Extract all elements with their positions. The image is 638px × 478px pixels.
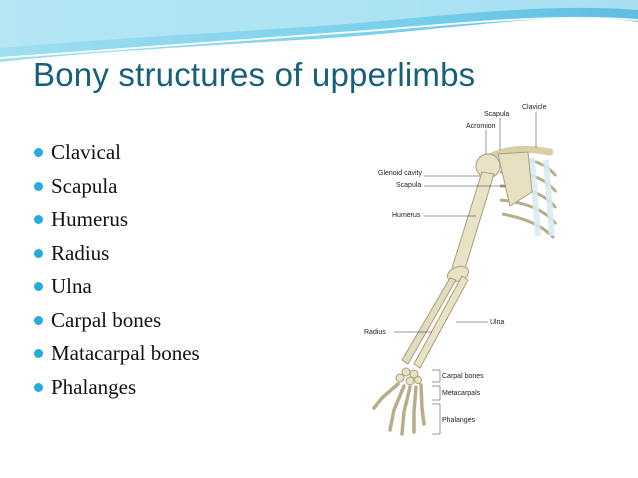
metacarpals-label: Metacarpals [442, 390, 481, 397]
bullet-item: Phalanges [34, 373, 200, 407]
phalanges-label: Phalanges [442, 417, 476, 424]
bullet-dot-icon [34, 382, 43, 392]
bullet-text: Matacarpal bones [51, 341, 200, 365]
label-leader-lines [394, 112, 537, 435]
bullet-dot-icon [34, 148, 43, 157]
bullet-text: Clavical [51, 140, 121, 164]
ulna-label: Ulna [490, 319, 505, 326]
bullet-dot-icon [34, 282, 43, 291]
acromion-label: Acromion [466, 123, 496, 130]
bullet-text: Radius [51, 240, 110, 265]
scapula-label: Scapula [396, 182, 421, 189]
bullet-item: Humerus [34, 205, 200, 239]
glenoid-cavity-label: Glenoid cavity [378, 170, 422, 177]
radius-label: Radius [364, 329, 386, 336]
bullet-dot-icon [34, 349, 43, 358]
clavicle-label: Clavicle [522, 104, 547, 111]
ulna-bone [413, 275, 469, 369]
bullet-item: Ulna [34, 272, 200, 306]
bullet-text: Humerus [51, 207, 128, 231]
bullet-list: Clavical Scapula Humerus Radius Ulna Car… [34, 138, 200, 406]
arm-skeleton-svg: Clavicle Scapula Acromion Glenoid cavity… [364, 104, 558, 436]
bullet-text: Ulna [51, 274, 92, 298]
bullet-text: Scapula [51, 173, 118, 198]
bullet-dot-icon [34, 215, 43, 224]
bullet-dot-icon [34, 181, 43, 191]
humerus-bone [451, 171, 495, 273]
humerus-label: Humerus [392, 212, 421, 219]
carpal-bones [395, 367, 422, 386]
header-wave-decoration [0, 0, 638, 67]
radius-bone [401, 277, 457, 365]
bullet-text: Carpal bones [51, 307, 162, 332]
slide-title: Bony structures of upperlimbs [33, 56, 476, 93]
scapula-top-label: Scapula [484, 111, 509, 118]
bullet-dot-icon [34, 248, 43, 258]
bullet-text: Phalanges [51, 374, 137, 399]
scapula-bone [497, 151, 533, 207]
carpal-bones-label: Carpal bones [442, 373, 484, 380]
bullet-item: Matacarpal bones [34, 339, 200, 373]
bullet-item: Radius [34, 239, 200, 273]
bullet-item: Carpal bones [34, 306, 200, 340]
bullet-item: Clavical [34, 138, 200, 172]
clavicle-bone [488, 145, 554, 160]
arm-skeleton-illustration: Clavicle Scapula Acromion Glenoid cavity… [360, 96, 560, 440]
bullet-dot-icon [34, 315, 43, 325]
hand-bones [372, 382, 426, 436]
bullet-item: Scapula [34, 172, 200, 206]
